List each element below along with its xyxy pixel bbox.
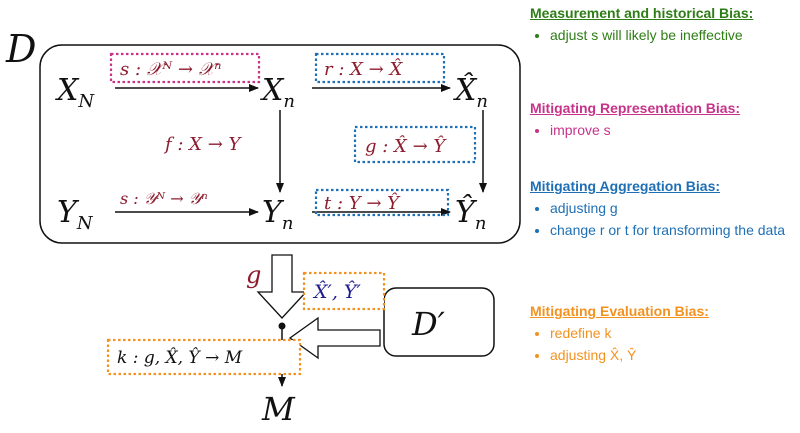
map-g: g : X̂ → Ŷ xyxy=(365,134,447,157)
map-t: t : Y → Ŷ xyxy=(324,191,401,214)
panel-item: redefine k xyxy=(550,324,795,343)
panel-measurement-bias: Measurement and historical Bias: adjust … xyxy=(530,5,795,48)
dataset-box xyxy=(39,44,521,244)
s-top-dotted-box xyxy=(109,52,261,84)
panel-aggregation-bias: Mitigating Aggregation Bias: adjusting g… xyxy=(530,178,795,243)
node-x-n: Xn xyxy=(260,73,295,112)
map-f: f : X → Y xyxy=(163,134,243,155)
map-k: k : g, X̂, Ŷ → M xyxy=(117,347,243,368)
panel-evaluation-bias: Mitigating Evaluation Bias: redefine k a… xyxy=(530,303,795,368)
node-xhat-n: X̂n xyxy=(453,73,488,112)
node-y-N: YN xyxy=(57,195,94,234)
panel-title: Mitigating Representation Bias: xyxy=(530,100,741,116)
panel-item: change r or t for transforming the data xyxy=(550,221,795,240)
dataset-prime-box xyxy=(383,287,495,357)
xy-prime-label: X̂′, Ŷ′ xyxy=(312,280,361,303)
g-arrow-label: g xyxy=(246,261,261,289)
g-dotted-box xyxy=(353,125,477,164)
panel-item: adjust s will likely be ineffective xyxy=(550,26,795,45)
panel-item: adjusting g xyxy=(550,199,795,218)
map-s-bottom: s : 𝒴ᴺ → 𝒴ⁿ xyxy=(120,189,208,208)
k-dotted-box xyxy=(106,338,302,376)
map-r: r : X → X̂ xyxy=(324,58,403,80)
panel-title: Measurement and historical Bias: xyxy=(530,5,754,21)
panel-representation-bias: Mitigating Representation Bias: improve … xyxy=(530,100,795,143)
t-dotted-box xyxy=(314,188,450,217)
panel-list: adjusting g change r or t for transformi… xyxy=(530,199,795,240)
panel-title: Mitigating Aggregation Bias: xyxy=(530,178,721,194)
panel-list: improve s xyxy=(530,121,795,140)
map-s-top: s : 𝒳ᴺ → 𝒳ⁿ xyxy=(120,59,221,80)
dataset-prime-label: D′ xyxy=(411,305,446,343)
model-label: M xyxy=(261,390,296,428)
hollow-arrow-down xyxy=(256,254,308,319)
panel-item: adjusting X̂, Ŷ xyxy=(550,346,795,365)
hollow-arrow-left xyxy=(288,316,381,360)
dataset-label: D xyxy=(5,27,36,71)
node-y-n: Yn xyxy=(262,195,293,234)
panel-item: improve s xyxy=(550,121,795,140)
panel-list: adjust s will likely be ineffective xyxy=(530,26,795,45)
xy-prime-dotted-box xyxy=(302,271,386,311)
panel-title: Mitigating Evaluation Bias: xyxy=(530,303,709,319)
node-yhat-n: Ŷn xyxy=(455,194,486,234)
r-dotted-box xyxy=(314,52,446,84)
node-x-N: XN xyxy=(55,73,95,112)
panel-list: redefine k adjusting X̂, Ŷ xyxy=(530,324,795,365)
